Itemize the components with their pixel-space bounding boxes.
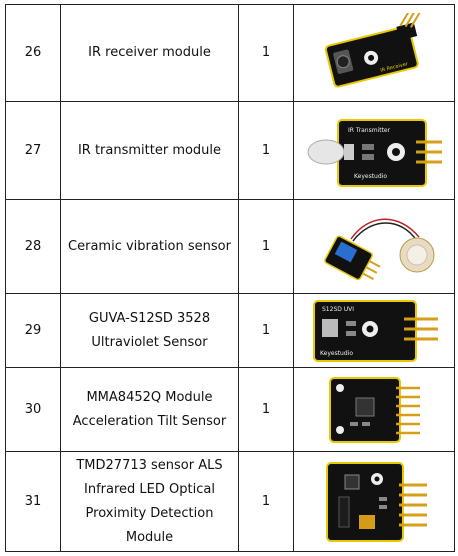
ir-transmitter-module-photo: IR Transmitter Keyestudio bbox=[307, 118, 442, 187]
item-image bbox=[293, 367, 455, 452]
parts-table: 26 IR receiver module 1 IR Recei bbox=[5, 4, 455, 552]
item-quantity: 1 bbox=[238, 293, 294, 368]
table-row: 26 IR receiver module 1 IR Recei bbox=[5, 4, 455, 102]
item-name: GUVA-S12SD 3528 Ultraviolet Sensor bbox=[60, 293, 239, 368]
item-number: 30 bbox=[5, 367, 61, 452]
item-image: S12SD UVI Keyestudio bbox=[293, 293, 455, 368]
table-row: 29 GUVA-S12SD 3528 Ultraviolet Sensor 1 … bbox=[5, 293, 455, 368]
table-row: 30 MMA8452Q Module Acceleration Tilt Sen… bbox=[5, 367, 455, 452]
table-row: 31 TMD27713 sensor ALS Infrared LED Opti… bbox=[5, 451, 455, 552]
item-quantity: 1 bbox=[238, 451, 294, 552]
item-quantity: 1 bbox=[238, 4, 294, 102]
item-number: 29 bbox=[5, 293, 61, 368]
item-number: 26 bbox=[5, 4, 61, 102]
item-number: 31 bbox=[5, 451, 61, 552]
item-name: IR receiver module bbox=[60, 4, 239, 102]
svg-text:S12SD UVI: S12SD UVI bbox=[322, 306, 354, 313]
svg-text:Keyestudio: Keyestudio bbox=[320, 350, 353, 357]
table-row: 28 Ceramic vibration sensor 1 bbox=[5, 199, 455, 294]
ir-receiver-module-photo: IR Receiver bbox=[324, 13, 421, 88]
svg-text:Keyestudio: Keyestudio bbox=[354, 173, 387, 180]
item-quantity: 1 bbox=[238, 199, 294, 294]
item-quantity: 1 bbox=[238, 367, 294, 452]
proximity-sensor-module-photo bbox=[326, 461, 427, 542]
item-name: MMA8452Q Module Acceleration Tilt Sensor bbox=[60, 367, 239, 452]
item-number: 28 bbox=[5, 199, 61, 294]
item-image: IR Transmitter Keyestudio bbox=[293, 101, 455, 200]
item-name: Ceramic vibration sensor bbox=[60, 199, 239, 294]
item-name: TMD27713 sensor ALS Infrared LED Optical… bbox=[60, 451, 239, 552]
item-image: IR Receiver bbox=[293, 4, 455, 102]
uv-sensor-module-photo: S12SD UVI Keyestudio bbox=[313, 299, 438, 362]
accelerometer-module-photo bbox=[329, 376, 420, 443]
table-row: 27 IR transmitter module 1 IR Transmitte… bbox=[5, 101, 455, 200]
item-image bbox=[293, 199, 455, 294]
ceramic-vibration-sensor-photo bbox=[324, 218, 435, 280]
item-name: IR transmitter module bbox=[60, 101, 239, 200]
item-image bbox=[293, 451, 455, 552]
item-quantity: 1 bbox=[238, 101, 294, 200]
svg-text:IR Transmitter: IR Transmitter bbox=[348, 127, 391, 134]
item-number: 27 bbox=[5, 101, 61, 200]
